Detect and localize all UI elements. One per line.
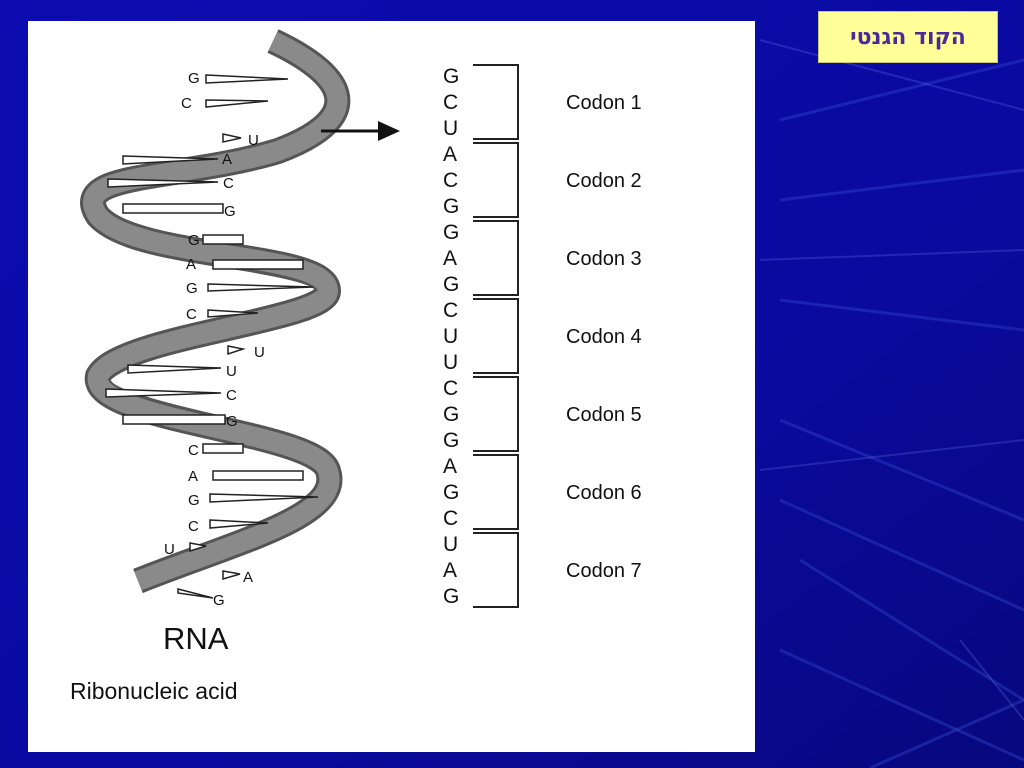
arrow-icon xyxy=(321,121,400,141)
codon-bracket xyxy=(473,220,519,296)
strand-base: G xyxy=(213,592,225,609)
sequence-base: C xyxy=(443,299,458,322)
sequence-base: G xyxy=(443,65,459,88)
sequence-base: A xyxy=(443,559,457,582)
sequence-base: C xyxy=(443,91,458,114)
strand-base: A xyxy=(186,256,196,273)
rung xyxy=(105,388,222,398)
strand-base: C xyxy=(223,175,234,192)
sequence-base: U xyxy=(443,117,458,140)
codon-brackets xyxy=(473,64,519,608)
rung xyxy=(205,74,289,84)
rna-diagram: G C U A C G G A G C U U C G C A G C U A … xyxy=(70,29,642,704)
strand-base: G xyxy=(186,280,198,297)
strand-base: A xyxy=(243,569,253,586)
sequence-base: U xyxy=(443,325,458,348)
strand-base: C xyxy=(226,387,237,404)
sequence-base: A xyxy=(443,143,457,166)
sequence-base: A xyxy=(443,455,457,478)
rung xyxy=(207,309,259,318)
codon-label: Codon 6 xyxy=(566,482,642,504)
codon-label: Codon 4 xyxy=(566,326,642,348)
strand-base: U xyxy=(226,363,237,380)
sequence-base: G xyxy=(443,585,459,608)
sequence-base: G xyxy=(443,403,459,426)
codon-bracket xyxy=(473,142,519,218)
strand-base: G xyxy=(224,203,236,220)
rung xyxy=(107,178,219,188)
rung xyxy=(127,364,222,374)
codon-labels: Codon 1 Codon 2 Codon 3 Codon 4 Codon 5 … xyxy=(566,92,642,582)
strand-base: G xyxy=(188,232,200,249)
molecule-name: Ribonucleic acid xyxy=(70,678,237,704)
codon-label: Codon 7 xyxy=(566,560,642,582)
sequence-base: U xyxy=(443,351,458,374)
sequence-base: G xyxy=(443,221,459,244)
strand-base: A xyxy=(188,468,198,485)
rung xyxy=(122,414,226,425)
strand-base: G xyxy=(188,492,200,509)
rung xyxy=(209,519,269,529)
codon-bracket xyxy=(473,376,519,452)
codon-label: Codon 2 xyxy=(566,170,642,192)
codon-label: Codon 3 xyxy=(566,248,642,270)
sequence-base: G xyxy=(443,429,459,452)
rung xyxy=(122,203,224,214)
strand-base: U xyxy=(254,344,265,361)
sequence-base: C xyxy=(443,169,458,192)
rung xyxy=(222,570,241,581)
codon-bracket xyxy=(473,532,519,608)
sequence-base: C xyxy=(443,377,458,400)
rung xyxy=(207,283,314,292)
rung xyxy=(212,470,304,481)
strand-base: U xyxy=(164,541,175,558)
codon-bracket xyxy=(473,64,519,140)
helix-backbone-front xyxy=(83,31,348,591)
sequence-base: U xyxy=(443,533,458,556)
rung xyxy=(212,259,304,270)
sequence-base: A xyxy=(443,247,457,270)
codon-bracket xyxy=(473,298,519,374)
base-rungs xyxy=(105,74,319,599)
strand-base: G xyxy=(226,413,238,430)
slide-title-box: הקוד הגנטי xyxy=(818,11,998,63)
strand-base: G xyxy=(188,70,200,87)
sequence-base: G xyxy=(443,195,459,218)
codon-label: Codon 5 xyxy=(566,404,642,426)
strand-base: C xyxy=(186,306,197,323)
codon-bracket xyxy=(473,454,519,530)
rung xyxy=(122,155,219,165)
strand-base: C xyxy=(181,95,192,112)
rung xyxy=(209,493,319,503)
rung xyxy=(189,542,207,553)
molecule-label: RNA xyxy=(163,621,229,656)
rung xyxy=(222,133,242,143)
strand-base-letters: G C U A C G G A G C U U C G C A G C U A … xyxy=(164,70,265,609)
strand-base: C xyxy=(188,518,199,535)
codon-label: Codon 1 xyxy=(566,92,642,114)
strand-base: U xyxy=(248,132,259,149)
rung xyxy=(205,99,269,108)
sequence-base: C xyxy=(443,507,458,530)
slide-title: הקוד הגנטי xyxy=(850,24,966,50)
sequence-column: G C U A C G G A G C U U C G G A G C U A … xyxy=(443,65,459,608)
strand-base: C xyxy=(188,442,199,459)
rung xyxy=(202,443,244,454)
rna-diagram-panel: G C U A C G G A G C U U C G C A G C U A … xyxy=(28,21,755,752)
sequence-base: G xyxy=(443,273,459,296)
rung xyxy=(227,345,246,356)
rung xyxy=(202,234,244,245)
strand-base: A xyxy=(222,151,232,168)
sequence-base: G xyxy=(443,481,459,504)
rung xyxy=(177,588,214,599)
